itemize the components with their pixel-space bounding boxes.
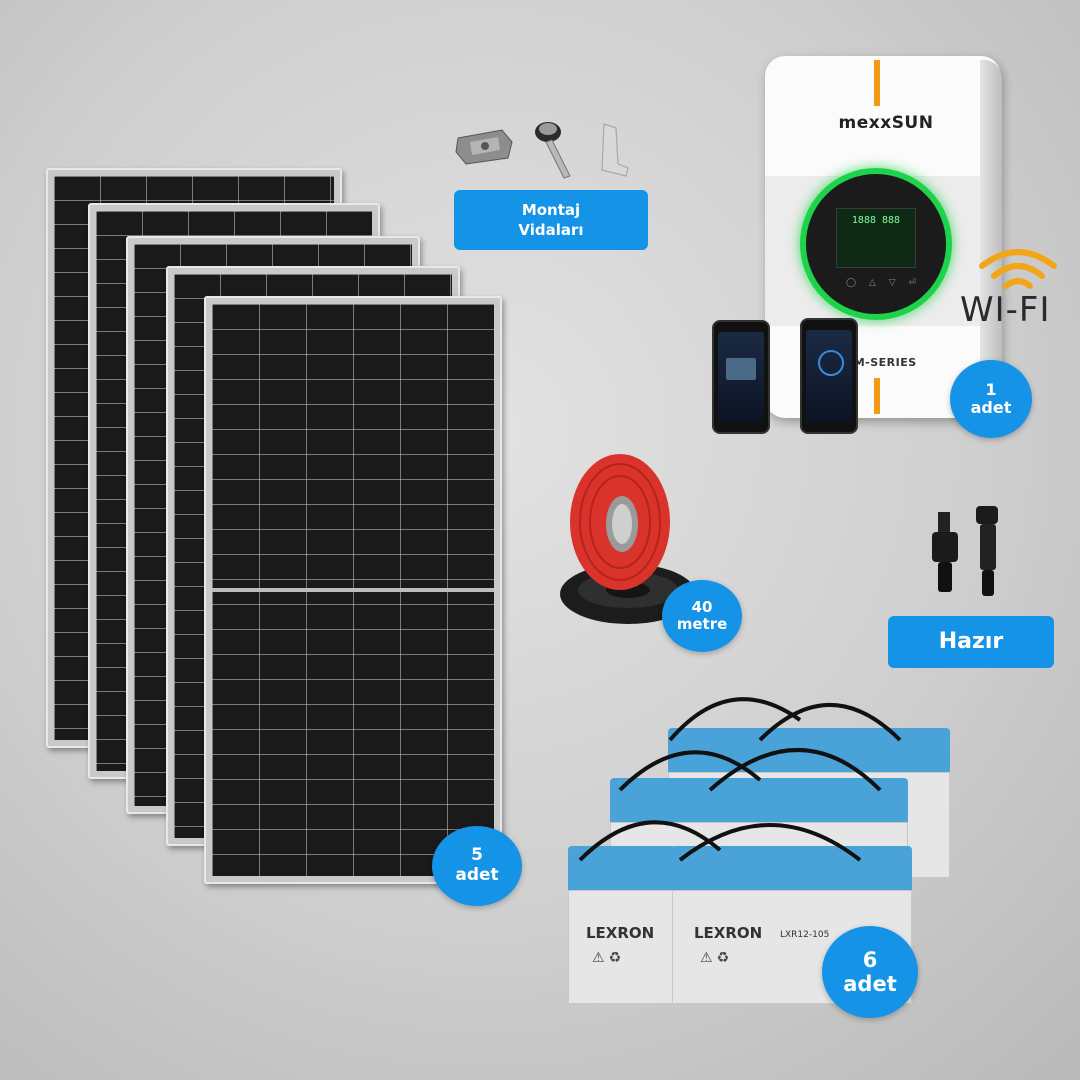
inverter-orange-strip-top <box>874 60 880 106</box>
battery-recycle-icons: ⚠♻ <box>592 950 662 970</box>
panel-count-unit: adet <box>455 865 499 885</box>
mounting-label-line1: Montaj <box>521 200 581 219</box>
wifi-icon <box>979 249 1057 289</box>
battery-handles <box>578 697 902 862</box>
inverter-brand-text: mexxSUN <box>838 113 934 133</box>
inverter-lcd-text: 1888 888 <box>851 215 901 226</box>
panel-count-badge: 5 adet <box>432 826 522 906</box>
battery-count-badge: 6 adet <box>822 926 918 1018</box>
recycle-icon: ♻ <box>608 950 626 966</box>
connector-ready-label: Hazır <box>888 616 1054 668</box>
warning-icon: ⚠ <box>592 950 609 966</box>
phone-app-mockup <box>712 320 770 434</box>
mounting-label-line2: Vidaları <box>518 221 584 239</box>
inverter-brand: mexxSUN <box>836 110 936 136</box>
screw-icon <box>535 122 571 179</box>
battery-recycle-icons: ⚠♻ <box>700 950 770 970</box>
battery <box>568 846 676 1004</box>
phone-app-mockup <box>800 318 858 434</box>
wifi-label: WI-FI <box>960 290 1051 330</box>
battery-count-unit: adet <box>843 972 897 996</box>
battery-brand-right: LEXRON <box>694 924 763 942</box>
enter-icon: ⏎ <box>908 278 916 288</box>
inverter-orange-strip-bottom <box>874 378 880 414</box>
warning-icon: ⚠ <box>700 950 717 966</box>
battery-model: LXR12-105 <box>780 930 830 940</box>
connector-ready-text: Hazır <box>938 629 1004 655</box>
cable-count-number: 40 <box>691 597 713 616</box>
up-icon: △ <box>868 278 876 288</box>
inverter-buttons: ◯ △ ▽ ⏎ <box>846 278 916 288</box>
cable-count-unit: metre <box>676 615 728 633</box>
down-icon: ▽ <box>888 278 896 288</box>
solar-panel <box>204 296 502 884</box>
bracket-icon <box>601 123 629 177</box>
inverter-count-badge: 1 adet <box>950 360 1032 438</box>
battery-count-number: 6 <box>862 947 878 972</box>
mc4-connector-icon <box>932 506 998 596</box>
panel-count-number: 5 <box>471 845 483 866</box>
button-icon: ◯ <box>846 278 857 288</box>
battery-brand-left: LEXRON <box>586 924 655 942</box>
inverter-count-unit: adet <box>970 398 1012 417</box>
clamp-icon <box>455 129 513 165</box>
recycle-icon: ♻ <box>716 950 734 966</box>
cable-count-badge: 40 metre <box>662 580 742 652</box>
inverter-count-number: 1 <box>985 379 997 399</box>
mounting-screws-label: Montaj Vidaları <box>454 190 648 250</box>
inverter-lcd: 1888 888 <box>836 208 916 268</box>
